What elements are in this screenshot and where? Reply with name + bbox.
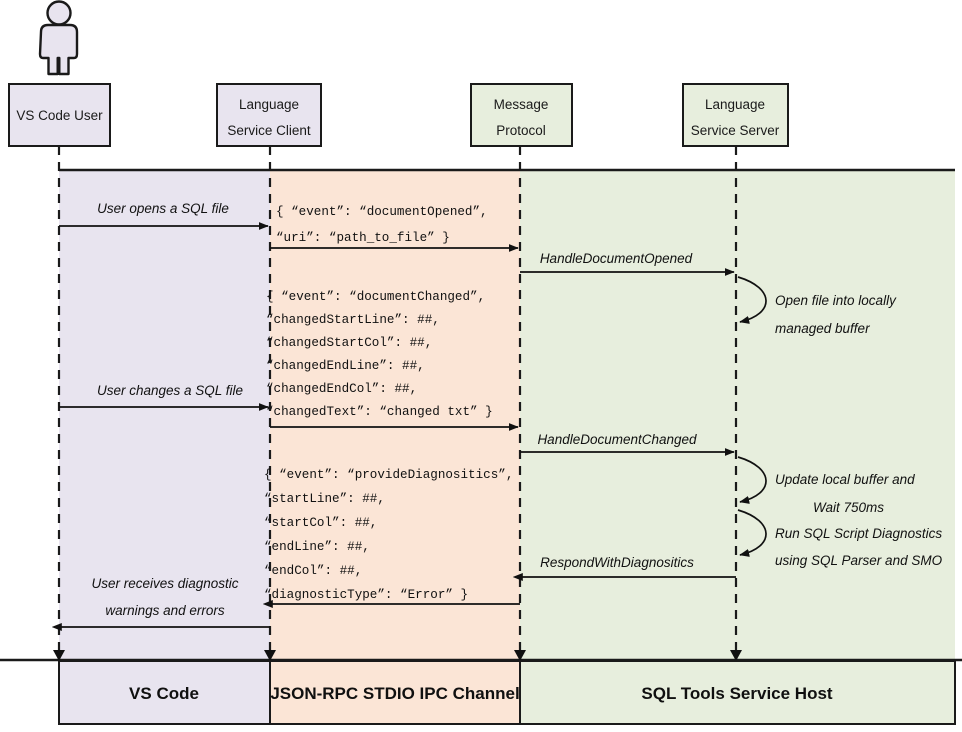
note-label-update-buffer-1: Update local buffer and	[775, 472, 915, 487]
message-user-receives-diagnostics: User receives diagnostic warnings and er…	[51, 576, 270, 631]
footer-box-sql-tools[interactable]	[519, 660, 956, 725]
self-loop-run-diagnostics: Run SQL Script Diagnostics using SQL Par…	[737, 509, 943, 568]
self-loop-update-buffer: Update local buffer and Wait 750ms	[737, 456, 915, 515]
message-user-changes-sql-file: User changes a SQL file	[59, 383, 269, 411]
footer-label-sql-tools: SQL Tools Service Host	[641, 684, 832, 703]
terminator-vs-code-user	[53, 650, 65, 661]
lifelines	[57, 146, 738, 660]
terminator-language-service-server	[730, 650, 742, 661]
vs-code-user-actor	[38, 0, 79, 76]
self-loop-arc-run-diagnostics	[737, 509, 767, 557]
header-label-language-service-server-1: Language	[705, 97, 765, 112]
header-box-language-service-server[interactable]	[682, 83, 789, 147]
payload-line-document-opened-2: “uri”: “path_to_file” }	[276, 231, 450, 245]
footer-bar: VS Code JSON-RPC STDIO IPC Channel SQL T…	[58, 660, 956, 725]
message-handle-document-changed: HandleDocumentChanged	[520, 432, 735, 456]
message-respond-with-diagnositics: RespondWithDiagnositics	[512, 555, 736, 581]
message-label-handle-document-changed: HandleDocumentChanged	[537, 432, 697, 447]
payload-line-provide-diagnositics-2: “startLine”: ##,	[264, 492, 385, 506]
participant-headers: VS Code User Language Service Client Mes…	[8, 83, 789, 147]
payload-line-provide-diagnositics-1: { “event”: “provideDiagnositics”,	[264, 468, 513, 482]
band-ipc-channel	[270, 170, 520, 660]
payload-line-document-changed-2: “changedStartLine”: ##,	[266, 313, 440, 327]
message-user-opens-sql-file: User opens a SQL file	[59, 201, 269, 230]
lifeline-bands	[0, 168, 962, 662]
message-label-handle-document-opened: HandleDocumentOpened	[540, 251, 693, 266]
payload-document-opened: { “event”: “documentOpened”, “uri”: “pat…	[276, 205, 488, 245]
message-label-user-changes-sql-file: User changes a SQL file	[97, 383, 243, 398]
actor-head-icon	[46, 0, 72, 26]
header-label-vs-code-user: VS Code User	[16, 108, 103, 123]
payload-line-document-changed-6: “changedText”: “changed txt” }	[266, 405, 493, 419]
message-label-user-receives-diagnostics-2: warnings and errors	[105, 603, 225, 618]
band-sql-tools-host	[520, 170, 955, 660]
message-label-user-receives-diagnostics-1: User receives diagnostic	[91, 576, 238, 591]
header-label-message-protocol-1: Message	[494, 97, 549, 112]
band-vs-code	[59, 170, 270, 660]
payload-document-changed: { “event”: “documentChanged”, “changedSt…	[266, 290, 493, 419]
self-loop-arc-update-buffer	[737, 456, 767, 504]
note-label-open-file-1: Open file into locally	[775, 293, 897, 308]
payload-line-provide-diagnositics-3: “startCol”: ##,	[264, 516, 377, 530]
terminator-message-protocol	[514, 650, 526, 661]
payload-line-document-changed-3: “changedStartCol”: ##,	[266, 336, 432, 350]
note-label-run-diagnostics-2: using SQL Parser and SMO	[775, 553, 943, 568]
note-label-update-buffer-2: Wait 750ms	[813, 500, 884, 515]
header-label-language-service-client-1: Language	[239, 97, 299, 112]
message-label-respond-with-diagnositics: RespondWithDiagnositics	[540, 555, 694, 570]
payload-line-document-changed-5: “changedEndCol”: ##,	[266, 382, 417, 396]
self-loop-arc-open-file	[737, 276, 767, 324]
self-loop-open-file: Open file into locally managed buffer	[737, 276, 897, 336]
payload-line-provide-diagnositics-5: “endCol”: ##,	[264, 564, 362, 578]
lifeline-terminators	[53, 650, 742, 661]
actor-body-icon	[38, 23, 79, 76]
message-handle-document-opened: HandleDocumentOpened	[520, 251, 735, 276]
footer-label-jsonrpc: JSON-RPC STDIO IPC Channel	[270, 684, 519, 703]
footer-box-jsonrpc[interactable]	[269, 660, 521, 725]
header-box-language-service-client[interactable]	[216, 83, 322, 147]
payload-line-provide-diagnositics-6: “diagnosticType”: “Error” }	[264, 588, 468, 602]
header-label-message-protocol-2: Protocol	[496, 123, 546, 138]
payload-line-document-changed-4: “changedEndLine”: ##,	[266, 359, 425, 373]
note-label-run-diagnostics-1: Run SQL Script Diagnostics	[775, 526, 942, 541]
message-label-user-opens-sql-file: User opens a SQL file	[97, 201, 229, 216]
terminator-language-service-client	[264, 650, 276, 661]
header-label-language-service-server-2: Service Server	[691, 123, 780, 138]
header-label-language-service-client-2: Service Client	[227, 123, 311, 138]
payload-line-document-changed-1: { “event”: “documentChanged”,	[266, 290, 485, 304]
payload-provide-diagnositics: { “event”: “provideDiagnositics”, “start…	[264, 468, 513, 602]
payload-line-document-opened-1: { “event”: “documentOpened”,	[276, 205, 488, 219]
payload-line-provide-diagnositics-4: “endLine”: ##,	[264, 540, 370, 554]
header-box-vs-code-user[interactable]	[8, 83, 111, 147]
header-box-message-protocol[interactable]	[470, 83, 573, 147]
footer-label-vs-code: VS Code	[129, 684, 199, 703]
note-label-open-file-2: managed buffer	[775, 321, 870, 336]
